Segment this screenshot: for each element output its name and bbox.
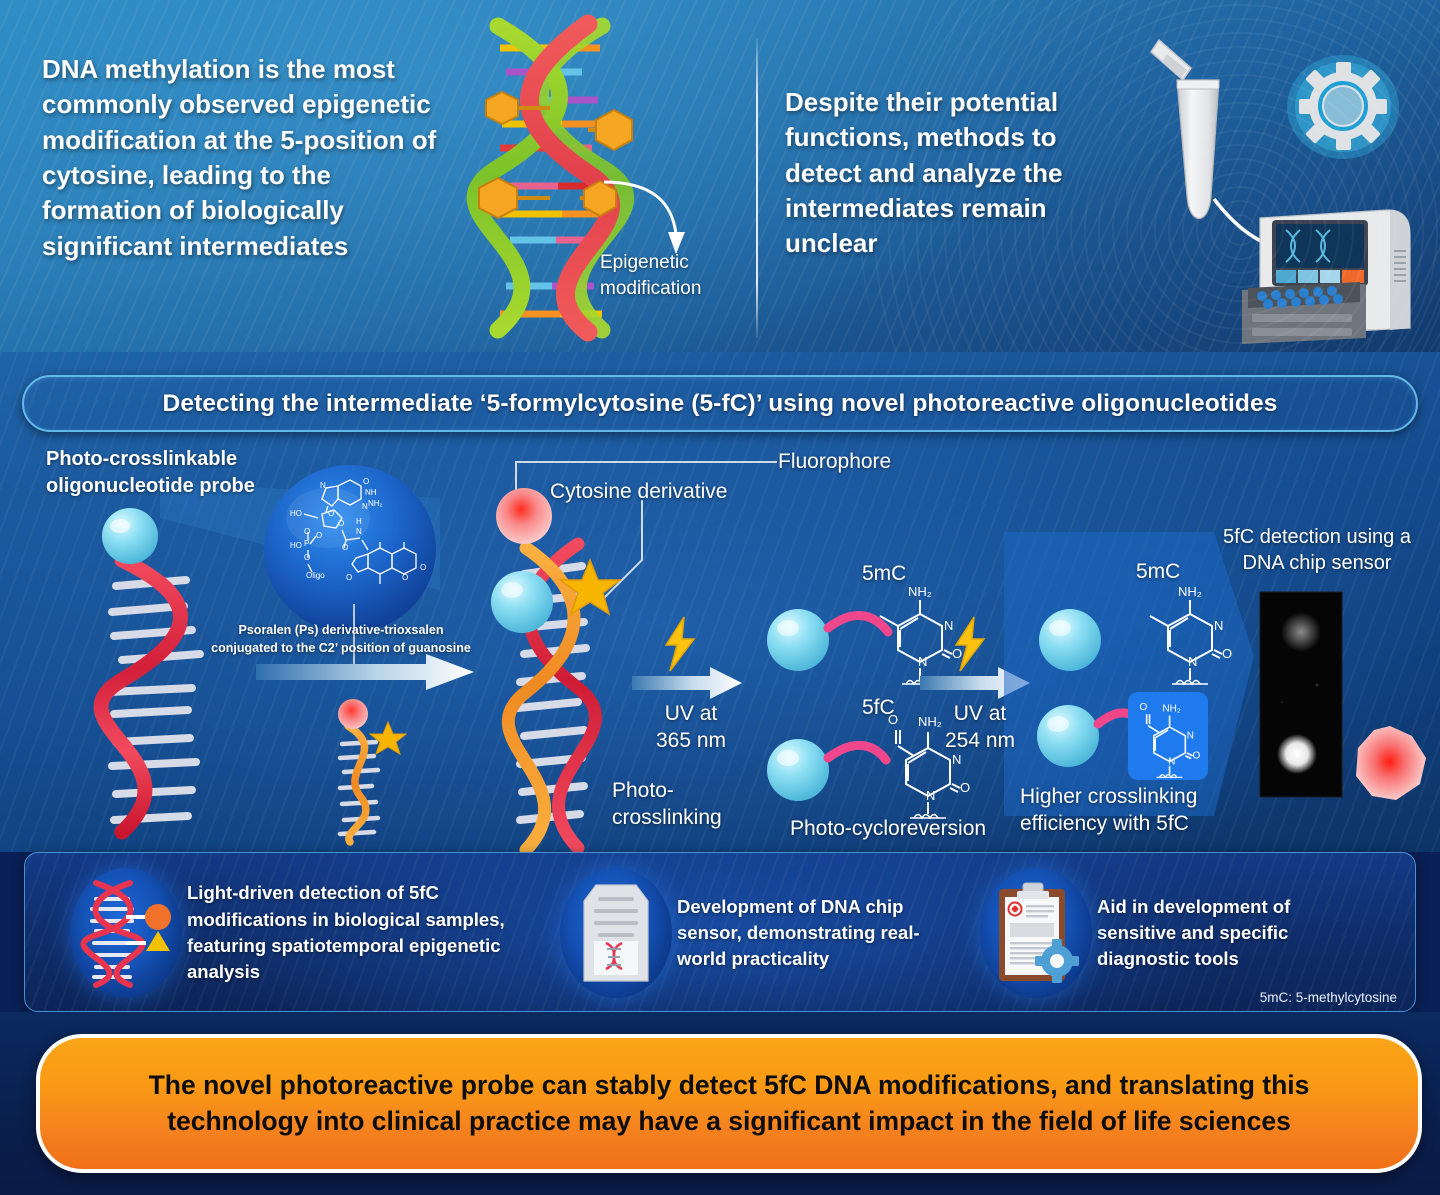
- svg-text:HO: HO: [290, 541, 302, 550]
- section-title-banner: Detecting the intermediate ‘5-formylcyto…: [22, 375, 1418, 432]
- svg-text:O: O: [316, 531, 322, 540]
- benefit-item-3: Aid in development of sensitive and spec…: [975, 863, 1405, 1003]
- uv254-label: UV at 254 nm: [944, 702, 1016, 753]
- svg-text:O: O: [363, 477, 369, 486]
- molecule-label-5fc: 5fC: [862, 696, 895, 719]
- svg-text:NH₂: NH₂: [918, 714, 942, 729]
- benefit-item-2: Development of DNA chip sensor, demonstr…: [555, 863, 995, 1003]
- molecule-label-5mc-a: 5mC: [862, 562, 907, 585]
- svg-text:H: H: [356, 517, 362, 526]
- pcr-thermocycler-icon: [1242, 209, 1411, 344]
- svg-text:O: O: [402, 573, 408, 582]
- cytosine-derivative-leader-icon: [597, 500, 643, 605]
- svg-text:N: N: [1168, 756, 1175, 767]
- curved-arrow-icon: [603, 180, 685, 254]
- svg-text:O: O: [338, 519, 344, 528]
- footnote-abbreviation: 5mC: 5-methylcytosine: [1259, 990, 1397, 1005]
- methyl-hexagon-icons: [478, 90, 633, 220]
- svg-text:HO: HO: [290, 509, 302, 518]
- svg-text:O: O: [328, 509, 334, 518]
- higher-efficiency-label: Higher crosslinking efficiency with 5fC: [1020, 785, 1198, 835]
- svg-text:NH: NH: [365, 488, 377, 497]
- small-labeled-probe-strand: [337, 699, 408, 846]
- top-problem-band: Epigenetic modification DNA methylation …: [0, 0, 1440, 352]
- process-arrow-2-icon: [632, 667, 742, 699]
- uv365-label: UV at 365 nm: [655, 702, 727, 753]
- chip-sensor-label: 5fC detection using a DNA chip sensor: [1223, 526, 1411, 575]
- top-left-statement: DNA methylation is the most commonly obs…: [42, 54, 437, 261]
- process-arrow-3-icon: [920, 667, 1030, 699]
- svg-text:NH₂: NH₂: [908, 584, 932, 599]
- top-vertical-divider: [756, 38, 758, 338]
- bead-5mc-b: [1039, 609, 1101, 671]
- fluorophore-label: Fluorophore: [778, 450, 892, 473]
- bead-link-5fc: [767, 739, 891, 801]
- benefits-panel: Light-driven detection of 5fC modificati…: [24, 852, 1416, 1012]
- svg-text:O: O: [952, 646, 962, 661]
- structure-5fc: O NH₂ N N O: [888, 712, 970, 820]
- top-right-statement: Despite their potential functions, metho…: [785, 87, 1063, 259]
- fluorophore-marker-icon: [1356, 726, 1426, 800]
- structure-5mc-b: NH₂ N N O: [1149, 584, 1232, 686]
- microcentrifuge-tube-icon: [1150, 38, 1220, 219]
- crosslinked-duplex-helix: [491, 488, 623, 852]
- epigenetic-modification-label: Epigenetic modification: [600, 252, 702, 299]
- dna-chip-sensor-image: [1259, 591, 1343, 798]
- svg-text:N: N: [952, 752, 961, 767]
- gear-icon: [1287, 55, 1399, 159]
- benefit-text-3: Aid in development of sensitive and spec…: [1097, 895, 1291, 970]
- svg-text:N: N: [1214, 618, 1223, 633]
- svg-text:O: O: [304, 553, 310, 562]
- svg-text:O: O: [1139, 702, 1147, 713]
- structure-5fc-highlight: O NH₂ N N O: [1139, 702, 1201, 779]
- benefit-text-1: Light-driven detection of 5fC modificati…: [187, 882, 505, 983]
- svg-text:N: N: [356, 527, 362, 536]
- conclusion-banner: The novel photoreactive probe can stably…: [36, 1034, 1422, 1173]
- svg-text:N: N: [944, 618, 953, 633]
- benefit-text-2: Development of DNA chip sensor, demonstr…: [677, 895, 920, 970]
- probe-label: Photo-crosslinkable oligonucleotide prob…: [46, 448, 255, 497]
- process-arrow-1-icon: [256, 654, 474, 690]
- svg-text:O: O: [304, 527, 310, 536]
- svg-text:O: O: [346, 573, 352, 582]
- main-mechanism-section: Detecting the intermediate ‘5-formylcyto…: [0, 352, 1440, 852]
- highlight-5fc-box: [1128, 692, 1208, 780]
- psoralen-caption: Psoralen (Ps) derivative-trioxsalen conj…: [211, 623, 471, 655]
- psoralen-leader-line-icon: [353, 604, 355, 666]
- uv-lightning-icon-1: [664, 616, 696, 672]
- svg-text:P: P: [304, 539, 309, 548]
- svg-text:N: N: [1187, 731, 1194, 742]
- conclusion-text: The novel photoreactive probe can stably…: [148, 1069, 1310, 1136]
- dna-chip-device-icon: [555, 863, 677, 1003]
- svg-text:Oligo: Oligo: [306, 571, 325, 580]
- svg-text:NH₂: NH₂: [1162, 703, 1180, 714]
- clipboard-gear-icon: [975, 863, 1097, 1003]
- svg-text:N: N: [926, 788, 935, 803]
- svg-text:N: N: [362, 502, 368, 511]
- svg-text:O: O: [342, 543, 348, 552]
- svg-text:NH₂: NH₂: [368, 499, 383, 508]
- svg-text:NH₂: NH₂: [1178, 584, 1202, 599]
- svg-text:N: N: [918, 654, 927, 669]
- bead-link-5mc-a: [767, 609, 893, 671]
- photocycloreversion-label: Photo-cycloreversion: [790, 817, 987, 840]
- dna-with-markers-icon: [65, 863, 187, 1003]
- svg-text:O: O: [888, 712, 898, 727]
- section-title: Detecting the intermediate ‘5-formylcyto…: [162, 389, 1278, 417]
- oligonucleotide-probe-helix: [93, 508, 204, 840]
- svg-text:O: O: [1193, 751, 1201, 762]
- molecule-label-5mc-b: 5mC: [1136, 560, 1181, 583]
- cytosine-derivative-label: Cytosine derivative: [550, 480, 728, 503]
- svg-text:N: N: [320, 481, 326, 490]
- photocrosslinking-label: Photo- crosslinking: [612, 779, 722, 830]
- svg-text:O: O: [420, 563, 426, 572]
- psoralen-structure-bubble: N O NH N NH₂ HO O P HO O O O Oligo O H N: [264, 465, 436, 633]
- svg-text:N: N: [1188, 654, 1197, 669]
- svg-text:O: O: [960, 780, 970, 795]
- benefit-item-1: Light-driven detection of 5fC modificati…: [65, 863, 565, 1003]
- svg-text:O: O: [1222, 646, 1232, 661]
- uv-lightning-icon-2: [954, 616, 986, 672]
